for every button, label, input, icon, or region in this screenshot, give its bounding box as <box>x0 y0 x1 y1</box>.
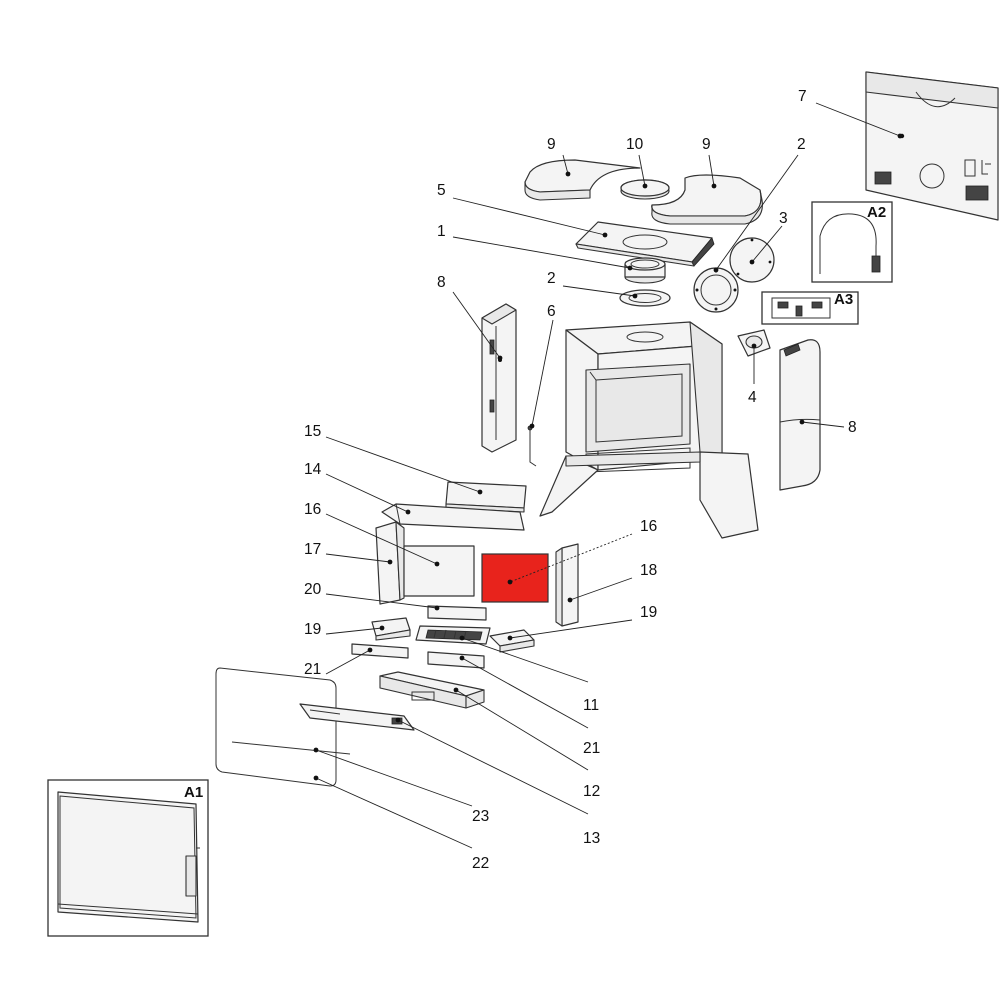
inset-a1-label: A1 <box>184 784 203 801</box>
callout-15[interactable]: 15 <box>304 423 321 440</box>
part-21-bar-left[interactable] <box>351 643 409 659</box>
callout-7[interactable]: 7 <box>798 88 807 105</box>
inset-a3-label: A3 <box>834 291 853 308</box>
part-13-door-catch[interactable] <box>299 703 415 731</box>
inset-a2-cable[interactable]: A2 <box>811 201 893 283</box>
part-19-floor-brick-left[interactable] <box>371 617 411 641</box>
inset-a1-door[interactable]: A1 <box>47 779 209 937</box>
callout-23[interactable]: 23 <box>472 808 489 825</box>
callout-11[interactable]: 11 <box>583 697 599 714</box>
part-20-front-bar[interactable] <box>427 605 487 621</box>
part-7-rear-panel[interactable] <box>865 71 999 221</box>
callout-2-gasket[interactable]: 2 <box>547 270 556 287</box>
callout-2-ring[interactable]: 2 <box>797 136 806 153</box>
part-1-flue-collar[interactable] <box>624 257 666 284</box>
callout-9-left[interactable]: 9 <box>547 136 556 153</box>
callout-21-left[interactable]: 21 <box>304 661 321 678</box>
callout-8-right[interactable]: 8 <box>848 419 857 436</box>
callout-1[interactable]: 1 <box>437 223 446 240</box>
callout-5[interactable]: 5 <box>437 182 446 199</box>
callout-17[interactable]: 17 <box>304 541 321 558</box>
callout-8-left[interactable]: 8 <box>437 274 446 291</box>
callout-18[interactable]: 18 <box>640 562 657 579</box>
anchor-dots <box>313 133 903 781</box>
part-21-bar-right[interactable] <box>427 651 485 669</box>
callout-21-right[interactable]: 21 <box>583 740 600 757</box>
part-11-grate[interactable] <box>415 625 491 645</box>
callout-19-left[interactable]: 19 <box>304 621 321 638</box>
part-12-ash-pan[interactable] <box>379 671 485 709</box>
part-18-side-brick-right[interactable] <box>555 543 579 627</box>
part-4-air-spigot[interactable] <box>737 329 771 357</box>
part-6-operating-rod[interactable] <box>527 425 537 467</box>
stove-body[interactable] <box>539 321 759 539</box>
part-2-gasket-ring[interactable] <box>619 289 671 307</box>
callout-22[interactable]: 22 <box>472 855 489 872</box>
callout-12[interactable]: 12 <box>583 783 600 800</box>
part-9-top-plate-right[interactable] <box>651 174 763 225</box>
callout-16-highlighted[interactable]: 16 <box>640 518 657 535</box>
part-16-rear-brick-highlighted[interactable] <box>481 553 549 603</box>
part-22-door-seal[interactable] <box>215 667 337 787</box>
callout-10[interactable]: 10 <box>626 136 644 153</box>
part-23-door-rail[interactable] <box>231 741 351 755</box>
part-8-side-panel-right[interactable] <box>779 339 821 491</box>
part-19-floor-brick-right[interactable] <box>489 629 535 653</box>
callout-20[interactable]: 20 <box>304 581 322 598</box>
callout-9-right[interactable]: 9 <box>702 136 711 153</box>
part-9-top-plate-left[interactable] <box>524 159 641 201</box>
part-15-top-brick[interactable] <box>445 481 527 513</box>
part-2-flue-ring[interactable] <box>693 267 739 313</box>
callout-13[interactable]: 13 <box>583 830 600 847</box>
callout-19-right[interactable]: 19 <box>640 604 657 621</box>
callout-6[interactable]: 6 <box>547 303 556 320</box>
part-8-side-panel-left[interactable] <box>481 303 517 453</box>
part-10-top-disc[interactable] <box>620 179 670 200</box>
inset-a3-bracket[interactable]: A3 <box>761 291 859 325</box>
leader-lines <box>315 102 901 849</box>
callout-3[interactable]: 3 <box>779 210 788 227</box>
callout-16-left[interactable]: 16 <box>304 501 321 518</box>
callout-labels: 7 9 10 9 2 5 3 1 2 8 6 4 8 15 14 16 16 1… <box>304 88 857 872</box>
part-5-baffle-plate[interactable] <box>575 221 715 267</box>
callout-4[interactable]: 4 <box>748 389 757 406</box>
callout-14[interactable]: 14 <box>304 461 322 478</box>
inset-a2-label: A2 <box>867 204 886 221</box>
